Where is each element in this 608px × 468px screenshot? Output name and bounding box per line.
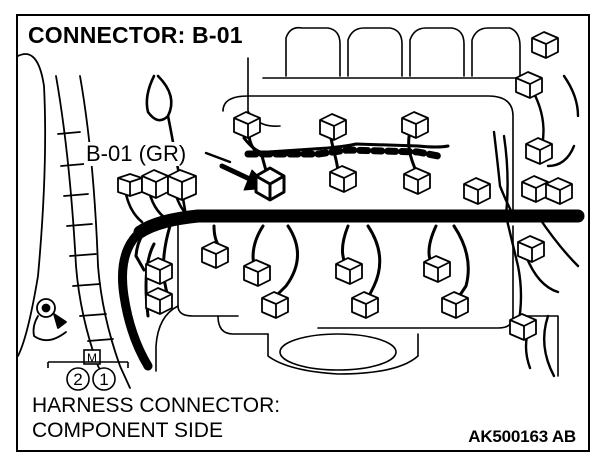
connector-right-4 xyxy=(463,177,491,205)
connector-right-5 xyxy=(521,175,549,203)
connector-low-1 xyxy=(201,241,229,269)
connector-low-6 xyxy=(351,291,379,319)
connector-left-1 xyxy=(117,173,143,197)
connector-low-5 xyxy=(261,291,289,319)
connector-right-8 xyxy=(509,313,537,341)
engine-harness-drawing: M 2 1 xyxy=(18,26,585,391)
connector-low-4 xyxy=(423,255,451,283)
connector-right-3 xyxy=(525,137,553,165)
pin-circle-1 xyxy=(92,367,116,391)
diagram-title: CONNECTOR: B-01 xyxy=(26,22,247,49)
connector-right-6 xyxy=(545,177,573,205)
pin-number-2: 2 xyxy=(73,370,82,389)
connector-low-2 xyxy=(243,259,271,287)
connector-left-3 xyxy=(167,169,197,201)
connector-right-1 xyxy=(531,31,559,59)
connector-left-2 xyxy=(141,169,169,199)
pin-number-1: 1 xyxy=(99,370,108,389)
pin-marker-text: M xyxy=(87,351,97,365)
diagram-frame: M 2 1 CONNECTOR: B-01 B-01 (GR) HARNESS … xyxy=(16,14,590,452)
connector-callout-label: B-01 (GR) xyxy=(84,141,189,166)
branch-wires xyxy=(134,219,470,300)
connector-low-7 xyxy=(441,291,469,319)
main-harness-trunk xyxy=(118,209,585,371)
connector-mid-3 xyxy=(403,167,431,195)
connector-low-3 xyxy=(335,257,363,285)
connector-b01-target xyxy=(254,166,286,202)
harness-note-line1: HARNESS CONNECTOR: xyxy=(32,394,281,418)
connector-top-3 xyxy=(401,111,429,139)
connector-right-7 xyxy=(517,235,545,263)
connector-top-2 xyxy=(319,113,347,141)
connector-pin-symbol: M 2 1 xyxy=(47,349,129,391)
connector-left-low-2 xyxy=(145,287,173,315)
connectors xyxy=(117,31,573,341)
connector-mid-2 xyxy=(329,165,357,193)
marker-box xyxy=(83,349,101,365)
connector-right-2 xyxy=(515,71,543,99)
harness-note-line2: COMPONENT SIDE xyxy=(32,419,223,443)
figure-code: AK500163 AB xyxy=(466,427,578,447)
pin-circle-2 xyxy=(66,367,90,391)
intake-runners xyxy=(247,26,539,128)
connector-top-1 xyxy=(233,111,261,139)
connector-left-low-1 xyxy=(145,257,173,285)
ground-terminal xyxy=(32,298,67,342)
left-hose xyxy=(18,37,169,389)
